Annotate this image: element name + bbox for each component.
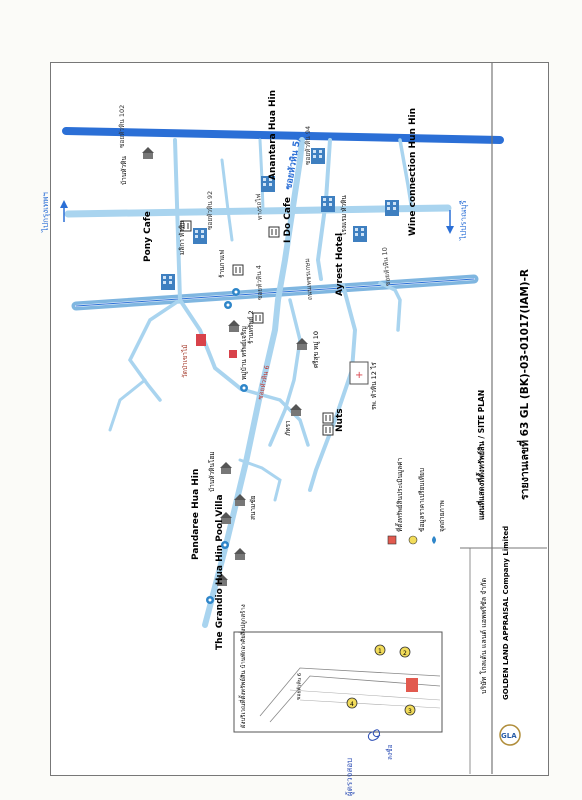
- ayrest-building-icon: [353, 226, 367, 242]
- legend-photo-icon: [432, 536, 436, 544]
- direction-bangkok: ไปกรุงเทพฯ: [41, 192, 68, 233]
- village-house-icon: [228, 320, 240, 332]
- wat-label: วัดป่าเขาไม้: [181, 344, 189, 378]
- inset-site-plan: 1 2 3 4 ซอยหัวหิน 6 ผังบริเวณที่ตั้งทรัพ…: [233, 604, 443, 733]
- pony-cafe-building-icon: [161, 274, 175, 290]
- legend: ที่ตั้งทรัพย์สินประเมินมูลค่า ข้อมูลราคา…: [387, 457, 446, 545]
- pony-cafe-label: Pony Cafe: [143, 211, 153, 262]
- legend-photo-label: จุดถ่ายภาพ: [438, 500, 446, 532]
- anantara-label: Anantara Hua Hin: [268, 90, 278, 180]
- soi-94-label: ซอยหัวหิน 94: [304, 126, 312, 165]
- inset-marker-1: [374, 644, 386, 656]
- title-block: รายงานเลขที่ 63 GL (BK)-03-01017(IAM)-R …: [460, 62, 547, 774]
- hotel-building-icon: [321, 196, 335, 212]
- ayrest-label: Ayrest Hotel: [335, 233, 345, 296]
- soi-6-label: ซอยหัวหิน 6: [256, 365, 271, 401]
- soi-diagonal: [202, 297, 281, 628]
- roads: [62, 127, 504, 628]
- photo-point-icon-5: [206, 596, 214, 604]
- inset-subject-parcel: [406, 678, 418, 692]
- railway-line: [62, 127, 504, 144]
- legend-subject-label: ที่ตั้งทรัพย์สินประเมินมูลค่า: [395, 457, 404, 532]
- shop2-label: ร้านทรัพย์ 2: [247, 310, 255, 344]
- hua-hin-home-label: บ้านหัวหินโฮม: [208, 451, 216, 492]
- wat-icon: [196, 334, 206, 346]
- soi-102-label: ซอยหัวหิน 102: [118, 105, 126, 148]
- signature-area: ลงชื่อ ผู้ตรวจสอบ: [345, 729, 394, 796]
- company-logo: [499, 724, 521, 746]
- handwritten-note: ผู้ตรวจสอบ: [345, 758, 355, 796]
- inset-road-label: ซอยหัวหิน 6: [295, 673, 303, 700]
- to-bangkok-label: ไปกรุงเทพฯ: [41, 192, 50, 233]
- company-name-th: บริษัท โกลเด้น แลนด์ แอพพรีซัล จำกัด: [479, 578, 488, 694]
- soi-4-label: ซอยหัวหิน 4: [255, 265, 264, 300]
- inset-marker-3: [404, 704, 416, 716]
- parallel-road: [64, 204, 452, 218]
- pandaree-label: Pandaree Hua Hin: [191, 469, 201, 560]
- inset-marker-1-label: 1: [378, 648, 382, 655]
- inset-marker-4: [346, 697, 358, 709]
- inset-marker-3-label: 3: [408, 708, 412, 715]
- sanamchai-label: สนามชัย: [249, 495, 257, 520]
- inset-marker-4-label: 4: [350, 701, 354, 708]
- road-labels: ถนนเพชรเกษม ทางรถไฟ ซอยหัวหิน 102 ซอยหัว…: [118, 105, 392, 401]
- wine-building-icon: [385, 200, 399, 216]
- srisuk-house-icon: [296, 338, 308, 350]
- shop1-food-icon: [232, 264, 244, 276]
- wine-label: Wine connection Hun Hin: [408, 108, 418, 236]
- photo-point-icon: [232, 288, 240, 296]
- ido-cafe-label: I Do Cafe: [283, 197, 293, 243]
- soi-92-label: ซอยหัวหิน 92: [206, 191, 214, 230]
- company-name-en: GOLDEN LAND APPRAISAL Company Limited: [502, 526, 510, 700]
- grandio-label: The Grandio Hua Hin Pool Villa: [215, 494, 225, 650]
- maliga-building-icon: [193, 228, 207, 244]
- pattra-label: ภัทรา: [284, 420, 292, 436]
- report-id: รายงานเลขที่ 63 GL (BK)-03-01017(IAM)-R: [516, 269, 531, 500]
- srisuk-label: ศรีสุข หมู่ 10: [312, 331, 320, 368]
- baan-hua-hin-icon: [142, 147, 154, 159]
- soi-5-1: [275, 137, 305, 303]
- pattra-house-icon: [290, 404, 302, 416]
- photo-point-icon-3: [240, 384, 248, 392]
- company-logo-text: GLA: [501, 732, 517, 740]
- to-pranburi-label: ไปปราณบุรี: [459, 200, 468, 241]
- legend-comparable-icon: [408, 535, 418, 545]
- maliga-label: มลิกา หัวหิน: [178, 220, 186, 255]
- inset-marker-2-label: 2: [403, 650, 407, 657]
- photo-point-icon-2: [224, 301, 232, 309]
- railway-label: ทางรถไฟ: [254, 193, 264, 220]
- shop1-label: ร้านกาแฟ: [218, 250, 226, 278]
- village-label: หมู่บ้าน ทรัพย์เจริญ: [240, 326, 248, 380]
- site-plan-title: แผนที่แสดงที่ตั้งทรัพย์สิน / SITE PLAN: [475, 390, 486, 520]
- signature-mark: [367, 729, 381, 741]
- baan-hua-hin-label: บ้านหัวหิน: [120, 156, 128, 185]
- legend-subject-icon: [387, 535, 397, 545]
- ido-cafe-food-icon: [268, 226, 280, 238]
- hospital-icon: [349, 361, 369, 385]
- nuts-food-icon-2: [322, 424, 334, 436]
- hotel-label: โรงแรม หัวหิน: [340, 195, 348, 236]
- photo-point-icon-4: [221, 541, 229, 549]
- hospital-label: รพ. หัวหิน 12 ไร่: [370, 362, 378, 410]
- hospital-cross: +: [355, 370, 363, 381]
- inset-marker-2: [399, 646, 411, 658]
- places: Pony Cafe บ้านหัวหิน มลิกา หัวหิน Ananta…: [120, 90, 418, 650]
- legend-comparable-label: ข้อมูลราคาเปรียบเทียบ: [418, 468, 426, 532]
- highway-label: ถนนเพชรเกษม: [303, 258, 314, 300]
- grandio-house-icon-2: [234, 548, 246, 560]
- direction-pranburi: ไปปราณบุรี: [446, 200, 468, 241]
- nuts-label: Nuts: [335, 408, 345, 432]
- hua-hin-home-house-icon: [220, 462, 232, 474]
- signature-label: ลงชื่อ: [385, 744, 394, 760]
- anantara-building-icon-2: [311, 148, 325, 164]
- nuts-food-icon: [322, 412, 334, 424]
- village-marker-icon: [229, 350, 237, 358]
- soi-10-label: ซอยหัวหิน 10: [381, 247, 392, 287]
- inset-caption: ผังบริเวณที่ตั้งทรัพย์สิน บ้านพักอาศัยสิ…: [237, 604, 247, 728]
